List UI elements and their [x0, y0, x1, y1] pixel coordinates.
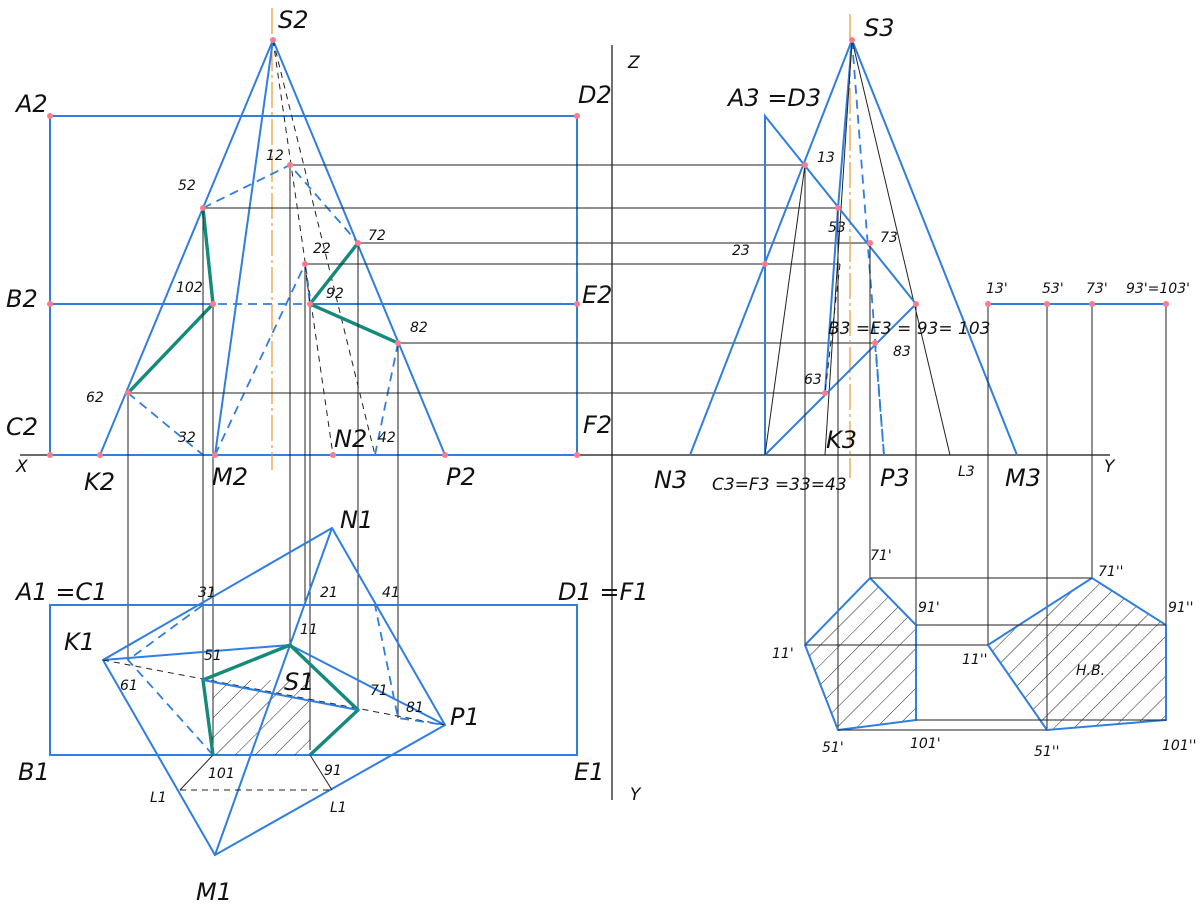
label-4-2: 42 [378, 430, 396, 446]
label-d1f1: D1 =F1 [558, 578, 649, 606]
prism-front-outline [49, 115, 578, 456]
label-7-1: 71 [370, 683, 388, 699]
label-2-1: 21 [320, 585, 338, 601]
label-10-2: 102 [176, 280, 203, 296]
label-k2: K2 [84, 468, 115, 496]
label-true-shape: Н.В. [1076, 663, 1105, 679]
label-5-1: 51 [204, 648, 222, 664]
label-5-2: 52 [178, 178, 196, 194]
label-2-3: 23 [732, 243, 750, 259]
label-p1: P1 [450, 703, 480, 731]
label-l1-left: L1 [150, 790, 167, 806]
label-1-1-dprime: 11'' [962, 652, 988, 668]
label-4-1: 41 [382, 585, 400, 601]
section-shape-1 [803, 576, 917, 732]
label-1-2: 12 [266, 148, 284, 164]
label-5-1-prime: 51' [822, 740, 844, 756]
label-a1c1: A1 =C1 [14, 578, 107, 606]
label-7-1-dprime: 71'' [1098, 564, 1124, 580]
label-m1: M1 [196, 878, 232, 906]
label-6-2: 62 [86, 390, 104, 406]
label-9-1-prime: 91' [918, 600, 940, 616]
label-k3: K3 [826, 426, 857, 454]
top-view: A1 =C1 D1 =F1 B1 E1 Y N1 K1 P1 M1 S1 L1 … [14, 506, 649, 906]
label-m2: M2 [212, 463, 248, 491]
section-true-shape [986, 576, 1167, 732]
label-9-1: 91 [324, 763, 342, 779]
label-a2: A2 [14, 90, 48, 118]
label-e2: E2 [582, 281, 612, 309]
label-1-1-prime: 11' [772, 646, 794, 662]
label-9-1-dprime: 91'' [1168, 600, 1194, 616]
label-s3: S3 [864, 14, 895, 42]
label-r910: 93'=103' [1126, 281, 1190, 297]
label-l1-right: L1 [330, 800, 347, 816]
prism-profile-outline [764, 113, 917, 455]
label-10-1: 101 [208, 766, 235, 782]
label-b2: B2 [6, 285, 38, 313]
label-n1: N1 [340, 506, 373, 534]
label-s2: S2 [278, 6, 309, 34]
top-section-hatch [213, 680, 310, 755]
section-top [201, 643, 360, 757]
label-8-1: 81 [406, 700, 424, 716]
label-2-2: 22 [313, 241, 331, 257]
section-visible-left [126, 207, 215, 395]
label-p3: P3 [880, 464, 910, 492]
label-1-1: 11 [300, 622, 318, 638]
profile-view: S3 A3 =D3 B3 =E3 = 93= 103 C3=F3 =33=43 … [654, 14, 1196, 760]
label-f2: F2 [583, 411, 612, 439]
edge-sk-front [99, 39, 274, 456]
label-c3f3: C3=F3 =33=43 [712, 475, 847, 495]
label-10-1-prime: 101' [910, 736, 941, 752]
label-3-2: 32 [178, 430, 196, 446]
label-3-1: 31 [198, 585, 216, 601]
label-n3: N3 [654, 466, 687, 494]
label-1-3: 13 [817, 150, 835, 166]
label-8-2: 82 [410, 320, 428, 336]
label-k1: K1 [64, 628, 95, 656]
label-m3: M3 [1005, 464, 1041, 492]
label-d2: D2 [578, 81, 612, 109]
label-c2: C2 [6, 413, 38, 441]
label-n2: N2 [334, 425, 367, 453]
section-visible-right [308, 241, 399, 345]
label-e1: E1 [574, 758, 604, 786]
front-view: S2 A2 D2 B2 E2 C2 F2 X Z K2 M2 N2 P2 12 … [6, 6, 875, 750]
label-p2: P2 [446, 463, 476, 491]
label-8-3: 83 [893, 344, 911, 360]
label-10-1-dprime: 101'' [1162, 738, 1196, 754]
label-z-axis: Z [627, 53, 640, 73]
label-b1: B1 [18, 758, 50, 786]
label-y-axis-front: Y [630, 785, 642, 805]
label-6-1: 61 [120, 678, 138, 694]
label-9-2: 92 [326, 286, 344, 302]
label-a3d3: A3 =D3 [726, 84, 821, 112]
label-7-3: 73 [880, 230, 898, 246]
label-6-3: 63 [804, 372, 822, 388]
label-s1: S1 [284, 668, 315, 696]
label-r1: 13' [986, 281, 1008, 297]
label-x-axis: X [15, 457, 28, 477]
label-b3e3: B3 =E3 = 93= 103 [828, 319, 990, 339]
label-r7: 73' [1086, 281, 1108, 297]
label-5-1-dprime: 51'' [1034, 744, 1060, 760]
axes [20, 45, 1110, 800]
label-l3: L3 [958, 464, 975, 480]
label-r5: 53' [1042, 281, 1064, 297]
label-y-axis-profile: Y [1104, 457, 1116, 477]
label-7-1-prime: 71' [870, 548, 892, 564]
label-5-3: 53 [828, 220, 846, 236]
label-7-2: 72 [368, 228, 386, 244]
